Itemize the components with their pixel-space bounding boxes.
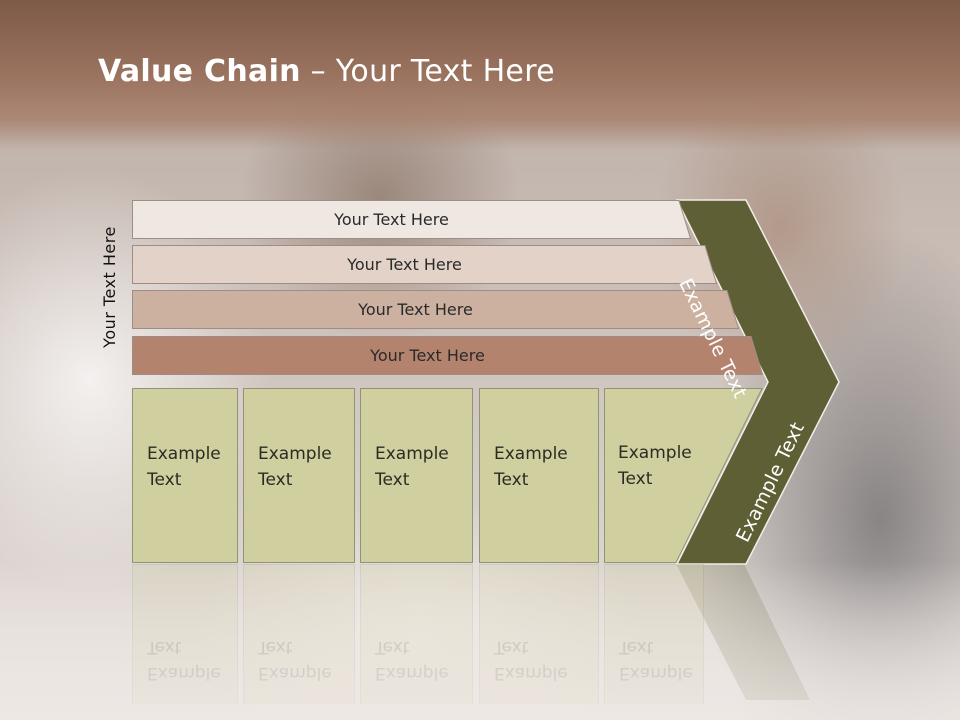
box-shape: [604, 388, 763, 563]
reflection-label: Example Text: [375, 637, 449, 683]
title-band: [0, 0, 960, 150]
activity-box-1: Example Text: [132, 388, 238, 563]
chain-bar-4: Your Text Here: [132, 336, 764, 375]
box-reflection-2: Example Text: [243, 564, 355, 704]
reflection-label: Example Text: [619, 637, 693, 683]
box-label: Example Text: [494, 444, 568, 490]
activity-box-2: Example Text: [243, 388, 355, 563]
title-bold: Value Chain: [98, 54, 301, 89]
chain-bar-2: Your Text Here: [132, 245, 718, 284]
chain-bar-1: Your Text Here: [132, 200, 692, 239]
box-label: Example Text: [618, 443, 692, 489]
chain-bar-3: Your Text Here: [132, 290, 740, 329]
slide-title: Value Chain – Your Text Here: [98, 54, 555, 89]
bar-shape: [132, 245, 718, 284]
box-label: Example Text: [147, 444, 221, 490]
bar-shape: [132, 200, 692, 239]
box-reflection-3: Example Text: [360, 564, 473, 704]
bar-shape: [132, 336, 764, 375]
reflection-label: Example Text: [494, 637, 568, 683]
box-label: Example Text: [258, 444, 332, 490]
box-reflection-4: Example Text: [479, 564, 599, 704]
reflection-body: Example Text: [132, 564, 238, 704]
activity-box-4: Example Text: [479, 388, 599, 563]
bar-label: Your Text Here: [334, 210, 449, 229]
bar-shape: [132, 290, 740, 329]
reflection-label: Example Text: [258, 637, 332, 683]
box-label: Example Text: [375, 444, 449, 490]
activity-box-3: Example Text: [360, 388, 473, 563]
box-reflection-5: Example Text: [604, 564, 704, 704]
title-rest: – Your Text Here: [300, 54, 555, 89]
bar-label: Your Text Here: [370, 346, 485, 365]
activity-box-5: Example Text: [604, 388, 764, 563]
reflection-body: Example Text: [604, 564, 704, 704]
box-reflection-1: Example Text: [132, 564, 238, 704]
reflection-label: Example Text: [147, 637, 221, 683]
vertical-label: Your Text Here: [100, 226, 119, 348]
bar-label: Your Text Here: [358, 300, 473, 319]
reflection-body: Example Text: [479, 564, 599, 704]
reflection-body: Example Text: [243, 564, 355, 704]
reflection-body: Example Text: [360, 564, 473, 704]
bar-label: Your Text Here: [347, 255, 462, 274]
